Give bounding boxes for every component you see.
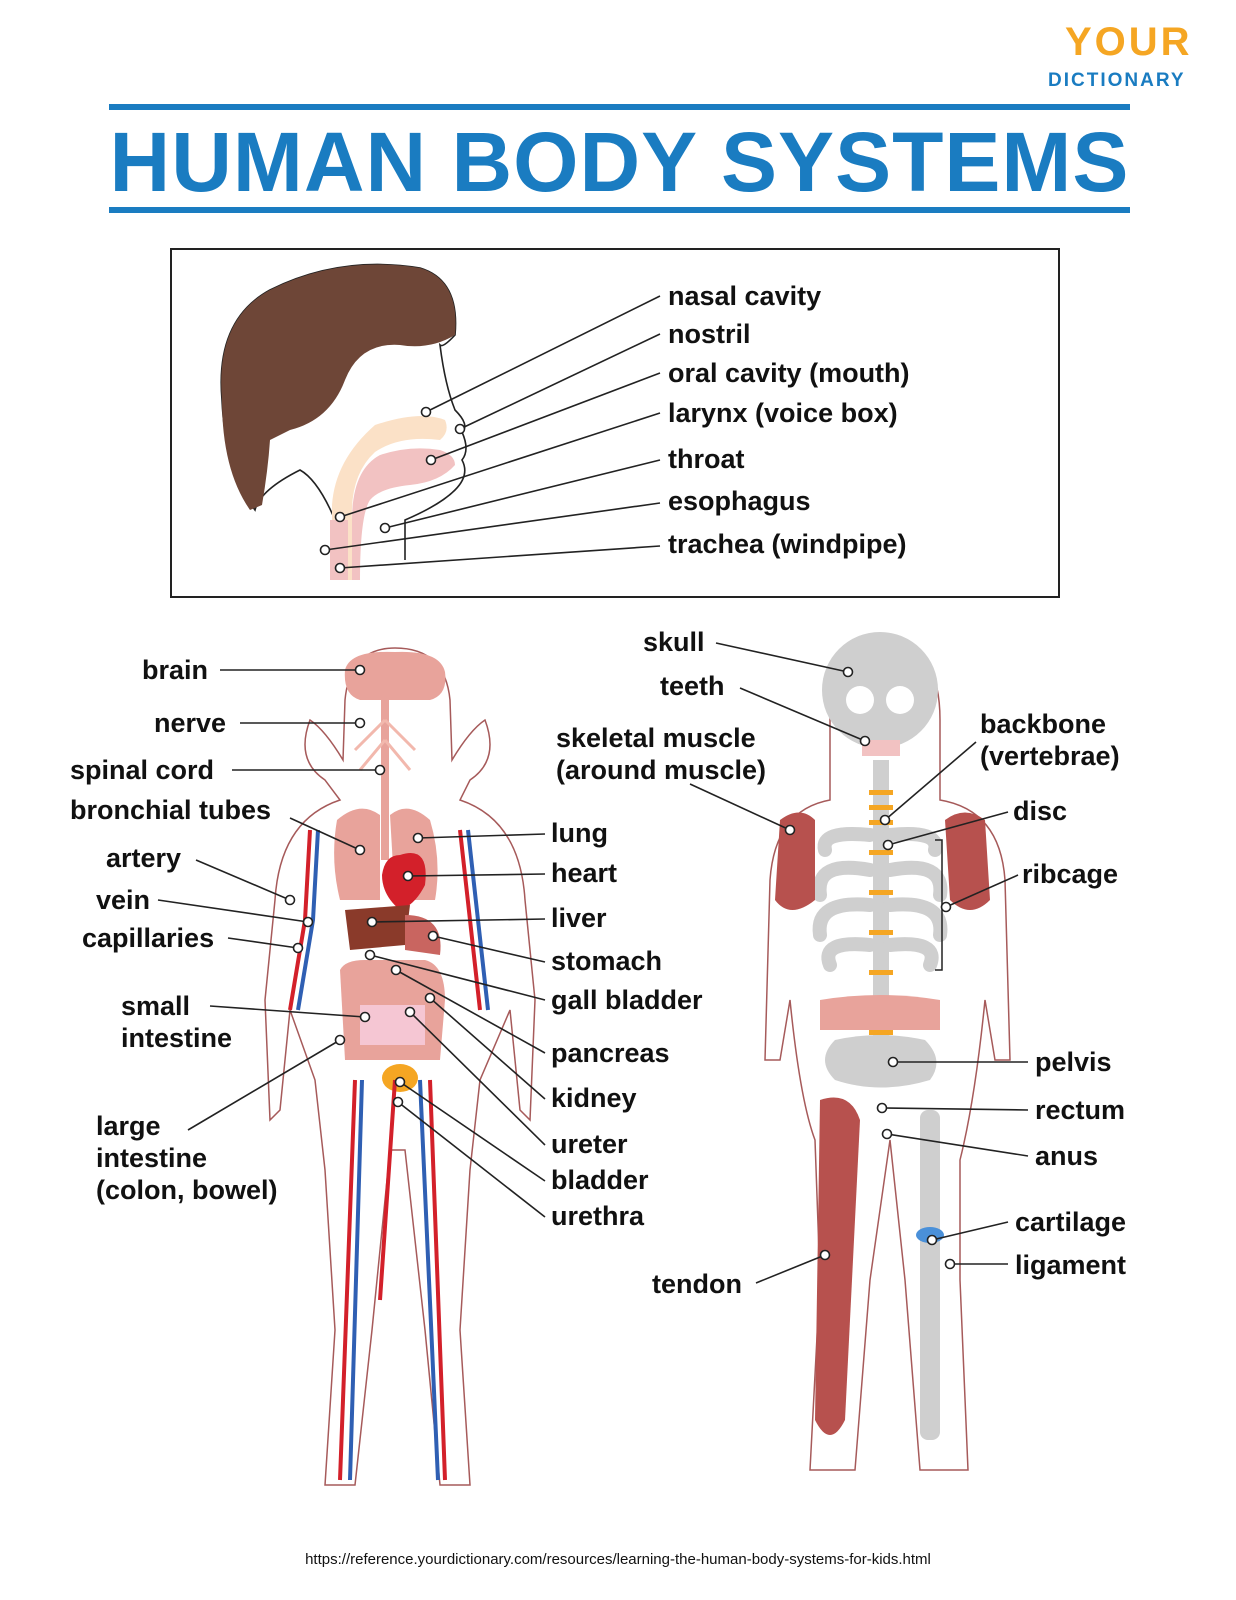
leg-veins [348,1079,440,1481]
label-trachea: trachea (windpipe) [668,529,907,559]
intestine-shape [820,995,940,1030]
logo-text-dictionary: DICTIONARY [1048,70,1186,91]
respiratory-diagram-frame [170,248,1060,598]
skeleton-body-figure [764,632,1011,1471]
organ-body-figure [264,647,536,1486]
label-nostril: nostril [668,319,751,349]
logo-text-your: YOUR [1065,20,1193,64]
label-kidney: kidney [551,1083,637,1113]
label-bronchial-tubes: bronchial tubes [70,795,272,825]
heart-shape [382,853,426,910]
label-skeletal-muscle: skeletal muscle (around muscle) [556,723,767,785]
label-vein: vein [96,885,151,915]
stomach-shape [405,915,441,955]
brain-shape [344,651,446,700]
title-bottom-rule [109,207,1130,213]
label-anus: anus [1035,1141,1099,1171]
label-oral-cavity: oral cavity (mouth) [668,358,910,388]
label-nasal-cavity: nasal cavity [668,281,822,311]
nasal-passage-shape [332,416,447,580]
label-capillaries: capillaries [82,923,215,953]
skull-shape [822,632,938,748]
label-nerve: nerve [154,708,227,738]
label-tendon: tendon [652,1269,742,1299]
eye-socket-left [846,686,874,714]
label-artery: artery [106,843,182,873]
label-teeth: teeth [660,671,725,701]
label-stomach: stomach [551,946,663,976]
label-gall-bladder: gall bladder [551,985,703,1015]
label-larynx: larynx (voice box) [668,398,898,428]
label-esophagus: esophagus [668,486,811,516]
leg-arteries [338,1079,447,1481]
label-pelvis: pelvis [1035,1047,1112,1077]
label-spinal-cord: spinal cord [70,755,215,785]
hair-shape [221,264,456,510]
source-url: https://reference.yourdictionary.com/res… [305,1551,931,1568]
label-ribcage: ribcage [1022,859,1119,889]
label-skull: skull [643,627,705,657]
title-top-rule [109,104,1130,110]
label-pancreas: pancreas [551,1038,670,1068]
label-lung: lung [551,818,608,848]
small-intestine-shape [360,1005,425,1045]
right-shoulder-muscle [945,812,990,910]
label-urethra: urethra [551,1201,645,1231]
page-title: HUMAN BODY SYSTEMS [109,115,1130,209]
label-cartilage: cartilage [1015,1207,1127,1237]
oral-cavity-shape [352,448,455,580]
label-rectum: rectum [1035,1095,1126,1125]
label-heart: heart [551,858,618,888]
label-small-intestine: small intestine [121,991,233,1053]
leader-lines [157,295,1029,1284]
pelvis-shape [825,1035,937,1088]
head-profile-figure [220,263,467,580]
eye-socket-right [886,686,914,714]
label-throat: throat [668,444,745,474]
leg-bone-shape [920,1110,940,1440]
teeth-shape [862,740,900,756]
label-large-intestine: large intestine (colon, bowel) [96,1111,278,1205]
leader-endpoints [284,406,956,1270]
thigh-muscle [815,1097,860,1435]
label-brain: brain [142,655,209,685]
label-liver: liver [551,903,607,933]
nerves-shape [353,718,417,771]
label-bladder: bladder [551,1165,649,1195]
yourdictionary-logo: YOUR DICTIONARY [1040,20,1210,100]
ribcage-shape [812,827,948,972]
label-disc: disc [1013,796,1068,826]
label-backbone: backbone (vertebrae) [980,709,1120,771]
liver-shape [345,905,410,950]
left-shoulder-muscle [775,812,815,910]
label-ligament: ligament [1015,1250,1127,1280]
label-ureter: ureter [551,1129,628,1159]
